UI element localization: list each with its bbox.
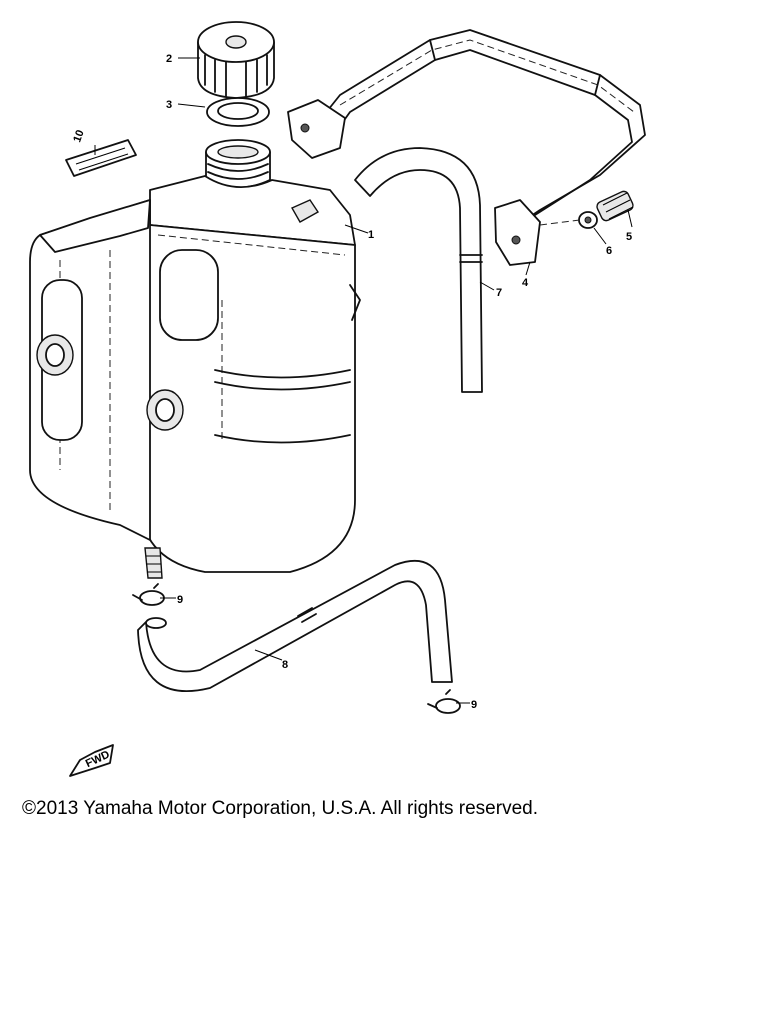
bolt-and-washer <box>539 190 634 229</box>
hose-clip-lower <box>427 689 461 714</box>
callout-5: 5 <box>626 231 632 243</box>
callout-4: 4 <box>522 277 529 289</box>
copyright-notice: ©2013 Yamaha Motor Corporation, U.S.A. A… <box>22 798 538 819</box>
filler-cap <box>197 21 275 99</box>
callout-9-lower: 9 <box>471 699 477 711</box>
cap-gasket <box>206 97 270 127</box>
tank-bracket <box>287 29 646 266</box>
callout-10: 10 <box>71 128 86 144</box>
oil-tank <box>29 139 361 579</box>
breather-hose <box>354 147 483 393</box>
callout-7: 7 <box>496 287 502 299</box>
leader-lines <box>94 57 633 704</box>
hose-clip-upper <box>132 583 165 606</box>
callout-6: 6 <box>606 245 612 257</box>
callout-3: 3 <box>166 99 172 111</box>
parts-diagram: FWD 2 3 10 1 4 5 6 7 8 9 9 <box>29 21 646 777</box>
callout-1: 1 <box>368 229 374 241</box>
caution-label <box>65 139 137 177</box>
callout-9-upper: 9 <box>177 594 183 606</box>
callout-labels: 2 3 10 1 4 5 6 7 8 9 9 <box>71 53 632 711</box>
forward-arrow-icon: FWD <box>69 744 114 777</box>
outlet-hose <box>137 560 453 693</box>
callout-8: 8 <box>282 659 288 671</box>
callout-2: 2 <box>166 53 172 65</box>
